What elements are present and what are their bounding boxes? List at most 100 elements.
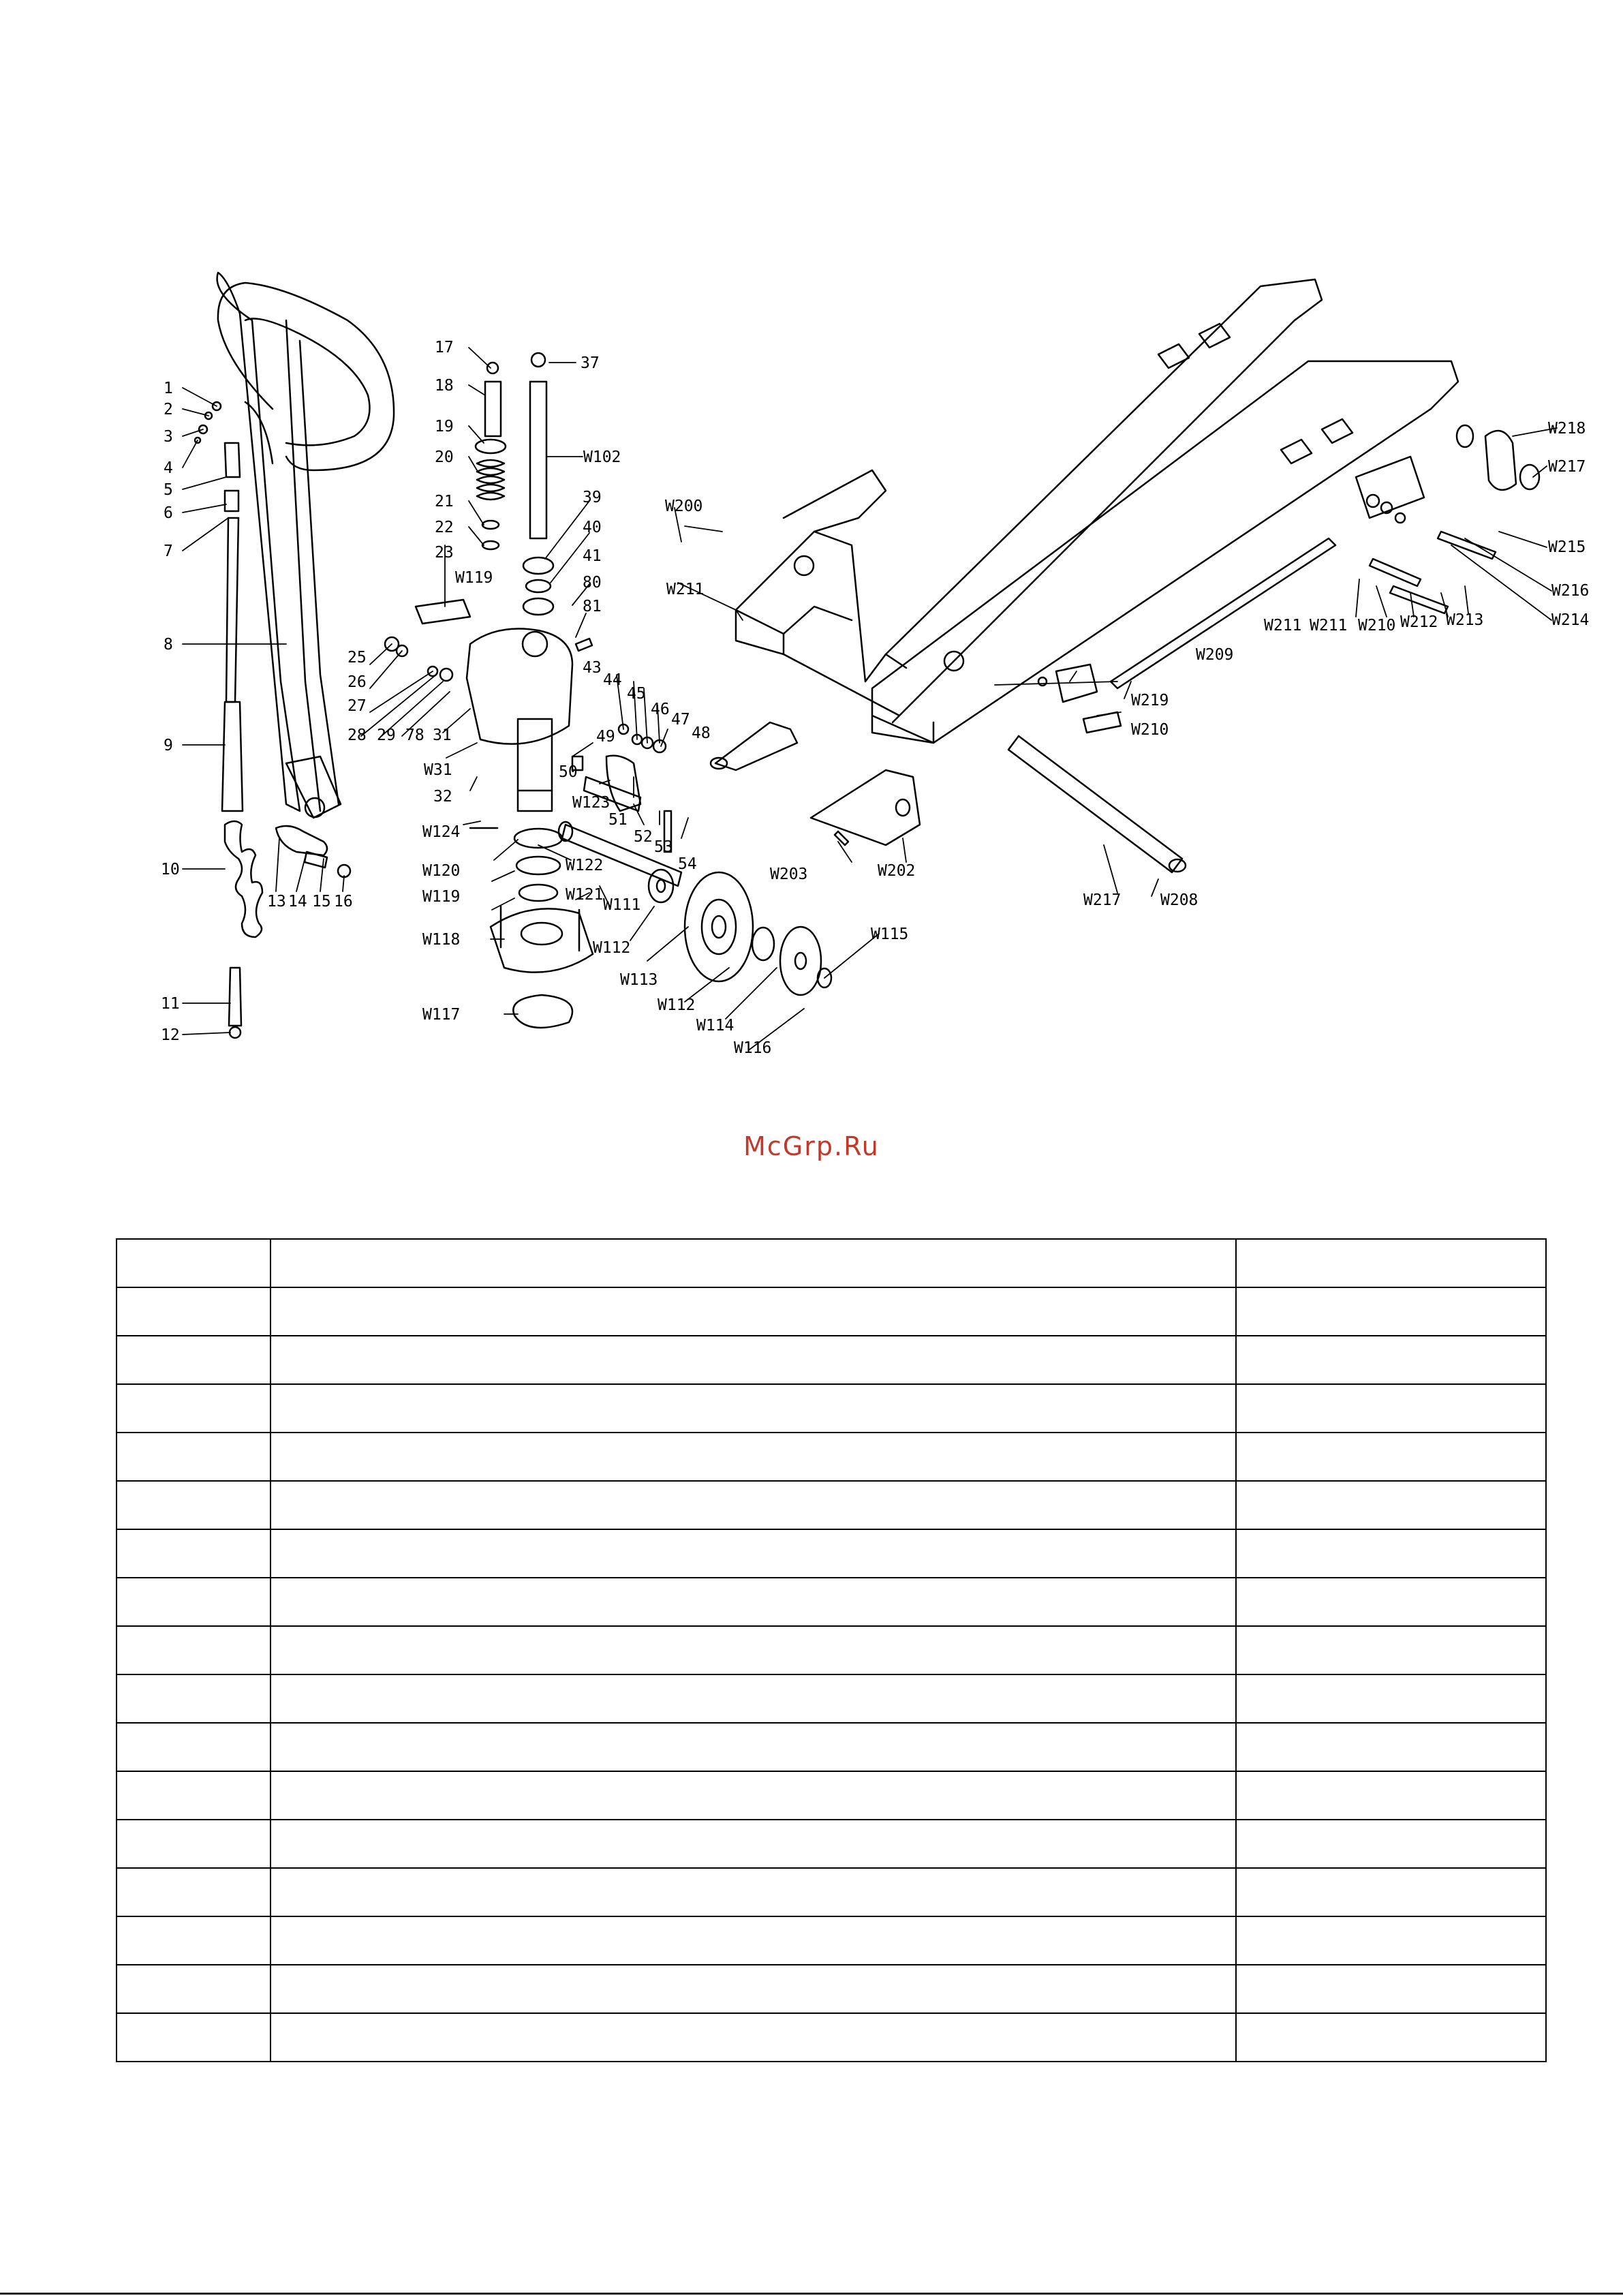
callout-54: 54 <box>678 855 697 873</box>
callout-W202: W202 <box>878 862 915 880</box>
callout-17: 17 <box>435 339 454 356</box>
callout-4: 4 <box>164 459 173 477</box>
callout-25: 25 <box>347 649 367 667</box>
callout-leaders <box>182 347 1558 1050</box>
callout-W211-left: W211 <box>666 581 704 598</box>
table-cell <box>270 1916 1237 1965</box>
callout-W112-lower: W112 <box>658 996 695 1014</box>
table-row <box>116 1819 1547 1869</box>
table-cell <box>116 1480 271 1530</box>
callout-29: 29 <box>377 726 396 744</box>
table-cell <box>116 1287 271 1336</box>
callout-W119-top: W119 <box>455 569 493 587</box>
callout-21: 21 <box>435 493 454 510</box>
table-cell <box>1235 1577 1547 1627</box>
table-cell <box>270 1383 1237 1433</box>
callout-23: 23 <box>435 544 454 562</box>
callout-16: 16 <box>334 893 353 910</box>
callout-45: 45 <box>627 685 646 703</box>
table-cell <box>1235 1771 1547 1820</box>
table-cell <box>116 1722 271 1772</box>
table-row <box>116 1916 1547 1965</box>
table-cell <box>116 1432 271 1482</box>
handle-assembly <box>216 271 395 819</box>
callout-44: 44 <box>603 671 622 689</box>
table-row <box>116 1383 1547 1433</box>
table-row <box>116 1432 1547 1482</box>
callout-W214: W214 <box>1551 611 1589 629</box>
table-cell <box>270 1335 1237 1385</box>
callout-51: 51 <box>608 811 628 829</box>
table-cell <box>116 1335 271 1385</box>
callout-32: 32 <box>433 788 452 806</box>
steer-wheels <box>647 868 833 996</box>
table-cell <box>270 1287 1237 1336</box>
table-row <box>116 1577 1547 1627</box>
table-row <box>116 1867 1547 1917</box>
callout-6: 6 <box>164 504 173 522</box>
table-cell <box>270 1964 1237 2014</box>
callout-W124: W124 <box>422 823 460 841</box>
callout-80: 80 <box>583 574 602 592</box>
callout-47: 47 <box>671 711 690 729</box>
callout-W216: W216 <box>1551 582 1589 600</box>
callout-W211-b: W211 <box>1310 617 1347 634</box>
callout-W114: W114 <box>696 1017 734 1035</box>
callout-W31: W31 <box>424 761 452 779</box>
callout-W212: W212 <box>1400 613 1438 631</box>
callout-W117: W117 <box>422 1006 460 1024</box>
watermark: McGrp.Ru <box>743 1131 880 1161</box>
callout-52: 52 <box>634 828 653 846</box>
callout-W200: W200 <box>665 498 702 515</box>
callout-W119-bottom: W119 <box>422 888 460 906</box>
table-cell <box>1235 1674 1547 1724</box>
table-cell <box>1235 1480 1547 1530</box>
parts-table-body <box>116 1238 1547 2062</box>
table-row <box>116 1480 1547 1530</box>
callout-11: 11 <box>161 995 180 1013</box>
table-cell <box>270 1238 1237 1288</box>
pump-base <box>469 827 594 1029</box>
table-cell <box>116 2012 271 2062</box>
callout-2: 2 <box>164 401 173 418</box>
table-cell <box>1235 1383 1547 1433</box>
callout-1: 1 <box>164 380 173 397</box>
table-row <box>116 1238 1547 1288</box>
table-row <box>116 1529 1547 1578</box>
callout-20: 20 <box>435 448 454 466</box>
callout-W123: W123 <box>572 794 610 812</box>
callout-W116: W116 <box>734 1039 771 1057</box>
callout-48: 48 <box>692 724 711 742</box>
table-cell <box>116 1867 271 1917</box>
table-row <box>116 1964 1547 2014</box>
table-row <box>116 1771 1547 1820</box>
table-cell <box>1235 1335 1547 1385</box>
table-cell <box>270 1480 1237 1530</box>
callout-14: 14 <box>288 893 307 910</box>
table-cell <box>270 1819 1237 1869</box>
callout-19: 19 <box>435 418 454 435</box>
callout-W213: W213 <box>1446 611 1483 629</box>
table-cell <box>1235 1287 1547 1336</box>
callout-22: 22 <box>435 519 454 536</box>
table-cell <box>116 1529 271 1578</box>
table-cell <box>1235 2012 1547 2062</box>
table-cell <box>270 1771 1237 1820</box>
parts-table <box>116 1238 1547 2062</box>
callout-W111: W111 <box>603 896 640 914</box>
table-cell <box>1235 1722 1547 1772</box>
callout-W112-upper: W112 <box>593 939 630 957</box>
table-cell <box>1235 1432 1547 1482</box>
table-cell <box>1235 1529 1547 1578</box>
callout-8: 8 <box>164 636 173 654</box>
table-cell <box>1235 1964 1547 2014</box>
callout-49: 49 <box>596 728 615 746</box>
callout-W211-a: W211 <box>1264 617 1301 634</box>
exploded-parts-diagram: 1 2 3 4 5 6 7 8 9 10 11 12 13 14 15 16 1… <box>161 271 1589 1057</box>
load-rollers <box>1455 424 1541 491</box>
table-cell <box>270 1867 1237 1917</box>
table-row <box>116 1625 1547 1675</box>
table-cell <box>270 2012 1237 2062</box>
table-cell <box>116 1819 271 1869</box>
callout-W122: W122 <box>566 857 603 874</box>
